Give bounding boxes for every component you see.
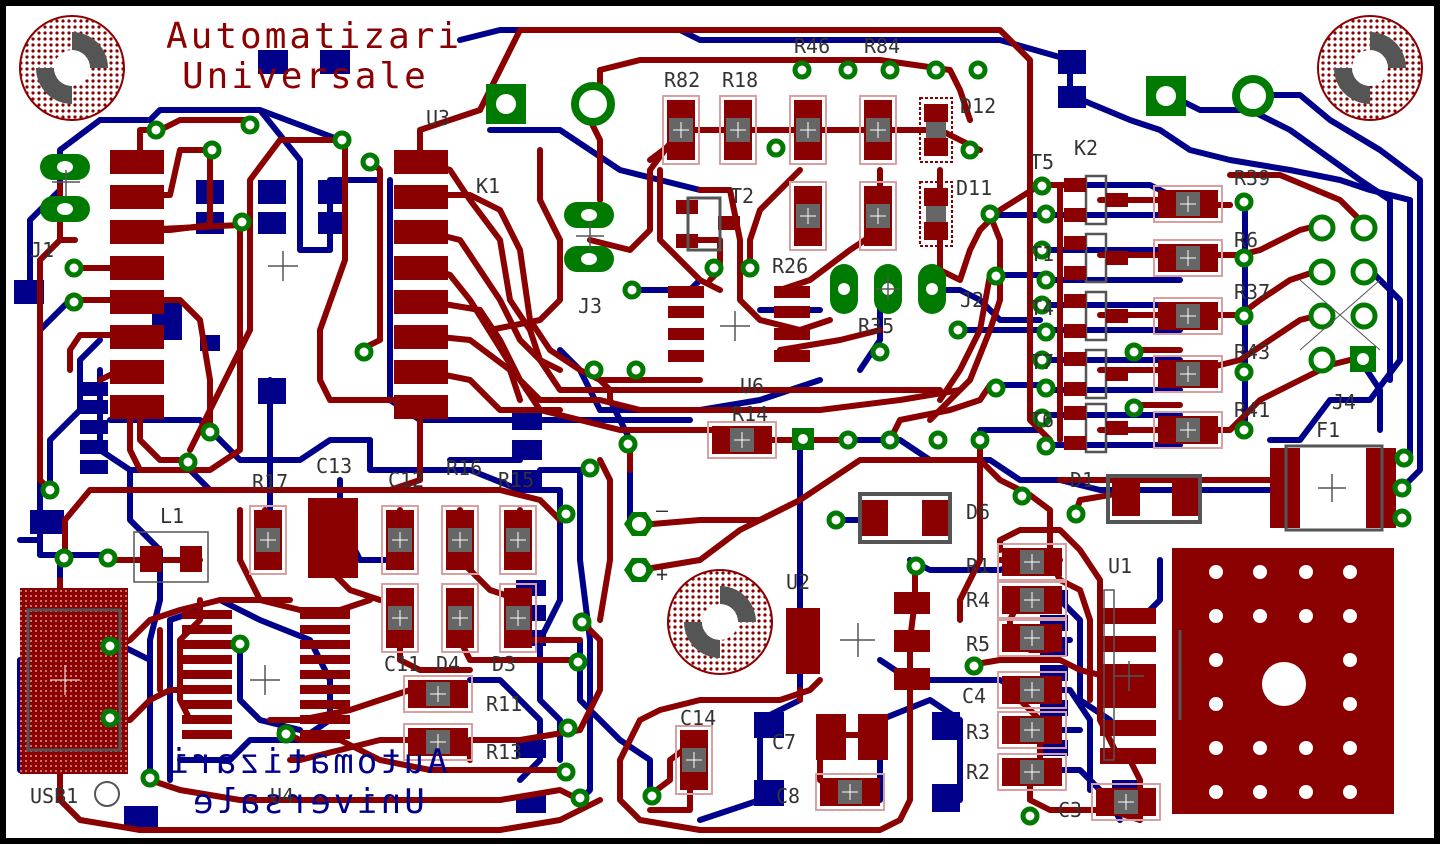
- label-j4: J4: [1332, 390, 1357, 414]
- label-r3: R3: [966, 720, 991, 744]
- connector-pads: [40, 75, 1381, 582]
- label-k2: K2: [1074, 136, 1099, 160]
- label-r15: R15: [498, 468, 535, 492]
- label-r46: R46: [794, 34, 831, 58]
- label-j1: J1: [30, 238, 55, 262]
- mounting-holes: [19, 15, 1423, 675]
- label-r11: R11: [486, 692, 523, 716]
- board-title-line1: Automatizari: [166, 16, 463, 57]
- board-title-line2: Universale: [182, 56, 429, 97]
- label-r2: R2: [966, 760, 991, 784]
- vias: [40, 60, 1414, 826]
- label-r1: R1: [966, 554, 991, 578]
- label-minus: –: [656, 498, 669, 522]
- label-u4: U4: [270, 784, 295, 808]
- label-j3: J3: [578, 294, 603, 318]
- transistor-pads: [1064, 178, 1128, 450]
- label-usb1: USB1: [30, 784, 79, 808]
- label-r16: R16: [446, 456, 483, 480]
- label-k1: K1: [476, 174, 501, 198]
- label-d6: D6: [966, 500, 991, 524]
- label-r43: R43: [1234, 340, 1271, 364]
- top-copper-traces: [37, 27, 1368, 833]
- label-r35: R35: [858, 314, 895, 338]
- label-d12: D12: [960, 94, 997, 118]
- label-t2: T2: [730, 184, 755, 208]
- bottom-title-line1: Automatizari: [166, 742, 448, 782]
- label-u2: U2: [786, 570, 811, 594]
- label-j2: J2: [960, 288, 985, 312]
- top-pads: [110, 150, 1396, 814]
- label-u3: U3: [426, 106, 451, 130]
- bottom-copper-traces: [17, 27, 1423, 823]
- label-plus: +: [656, 562, 669, 586]
- label-c13: C13: [316, 454, 353, 478]
- label-r17: R17: [252, 470, 289, 494]
- label-r26: R26: [772, 254, 809, 278]
- label-t4: T4: [1030, 296, 1055, 320]
- heatsink-holes: [1209, 565, 1357, 799]
- silkscreen: [52, 170, 1384, 761]
- label-c3: C3: [1058, 798, 1083, 822]
- label-r14: R14: [732, 402, 769, 426]
- label-t5: T5: [1030, 150, 1055, 174]
- label-t6: T6: [1030, 408, 1055, 432]
- label-r82: R82: [664, 68, 701, 92]
- label-u6: U6: [740, 374, 765, 398]
- label-r18: R18: [722, 68, 759, 92]
- label-t7: T7: [1030, 350, 1055, 374]
- label-f1: F1: [1316, 418, 1341, 442]
- label-c7: C7: [772, 730, 797, 754]
- label-r84: R84: [864, 34, 901, 58]
- label-u1: U1: [1108, 554, 1133, 578]
- label-r6: R6: [1234, 228, 1259, 252]
- usb-connector: [20, 588, 128, 807]
- label-t1: T1: [1030, 242, 1055, 266]
- label-d4: D4: [436, 652, 461, 676]
- label-d3: D3: [492, 652, 517, 676]
- label-d11: D11: [956, 176, 993, 200]
- label-r13: R13: [486, 740, 523, 764]
- label-r41: R41: [1234, 398, 1271, 422]
- label-c4: C4: [962, 684, 987, 708]
- label-c8: C8: [776, 784, 801, 808]
- label-d1: D1: [1070, 468, 1095, 492]
- label-c11: C11: [384, 652, 421, 676]
- label-r39: R39: [1234, 166, 1271, 190]
- smd-parts: [140, 95, 1223, 821]
- label-r37: R37: [1234, 280, 1271, 304]
- label-r5: R5: [966, 632, 991, 656]
- bottom-title-line2: Universale: [190, 782, 425, 822]
- label-c12: C12: [388, 468, 425, 492]
- label-l1: L1: [160, 504, 185, 528]
- label-r4: R4: [966, 588, 991, 612]
- label-c14: C14: [680, 706, 717, 730]
